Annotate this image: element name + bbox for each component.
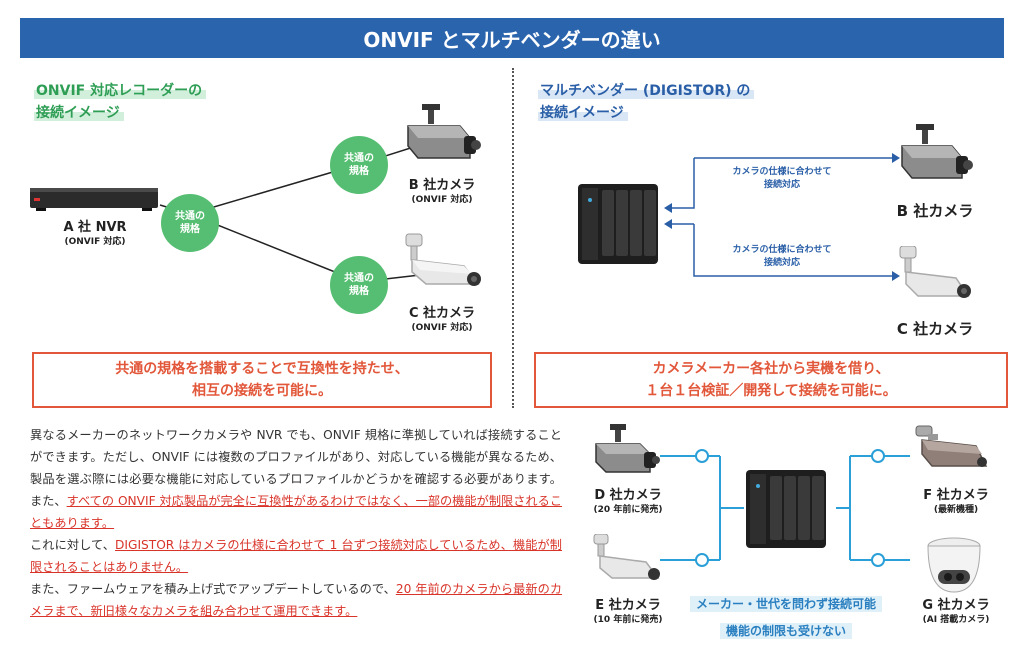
camera-b-icon — [407, 104, 481, 159]
nvr-name: A 社 NVR — [63, 220, 127, 235]
camera-g-label: G 社カメラ (AI 搭載カメラ) — [904, 598, 1008, 628]
nvr-recorder-icon — [30, 188, 158, 211]
right-summary-line2: １台１台検証／開発して接続を可能に。 — [645, 383, 897, 399]
right-camera-b-label: B 社カメラ — [896, 202, 974, 220]
camera-f-name: F 社カメラ — [923, 488, 989, 503]
camera-d-label: D 社カメラ (20 年前に発売) — [578, 488, 678, 518]
camera-c-sub: (ONVIF 対応) — [411, 323, 473, 333]
camera-c-label: C 社カメラ (ONVIF 対応) — [392, 306, 492, 336]
camera-d-name: D 社カメラ — [594, 488, 662, 503]
section-divider — [512, 68, 514, 408]
bottom-nas-icon — [746, 470, 826, 548]
camera-g-name: G 社カメラ — [922, 598, 990, 613]
common-standard-circle-bottom: 共通の 規格 — [330, 256, 388, 314]
common-standard-circle-top: 共通の 規格 — [330, 136, 388, 194]
right-summary-line1: カメラメーカー各社から実機を借り、 — [652, 361, 890, 377]
camera-f-sub: (最新機種) — [933, 505, 979, 515]
arrow-note-top-line1: カメラの仕様に合わせて — [732, 167, 832, 177]
camera-e-label: E 社カメラ (10 年前に発売) — [578, 598, 678, 628]
camera-d-icon — [595, 424, 660, 473]
camera-b-sub: (ONVIF 対応) — [411, 195, 473, 205]
body-p1-normal: 異なるメーカーのネットワークカメラや NVR でも、ONVIF 規格に準拠してい… — [30, 428, 562, 508]
right-title-line1: マルチベンダー (DIGISTOR) の — [538, 83, 755, 99]
left-section-title: ONVIF 対応レコーダーの 接続イメージ — [34, 80, 207, 124]
camera-e-sub: (10 年前に発売) — [593, 615, 663, 625]
right-section-title: マルチベンダー (DIGISTOR) の 接続イメージ — [538, 80, 755, 124]
camera-c-name: C 社カメラ — [408, 306, 476, 321]
right-camera-b-icon — [901, 124, 973, 179]
right-arrows — [664, 153, 900, 281]
camera-c-icon — [405, 233, 481, 286]
camera-g-icon — [927, 537, 981, 593]
camera-b-name: B 社カメラ — [408, 178, 476, 193]
bottom-note-line1: メーカー・世代を問わず接続可能 — [689, 596, 882, 612]
arrow-note-bottom-line2: 接続対応 — [763, 258, 800, 268]
arrow-note-top-line2: 接続対応 — [763, 180, 800, 190]
body-p3-red: 20 年前のカメラから最新のカメラまで、新旧様々なカメラを組み合わせて運用できま… — [30, 582, 563, 618]
camera-b-label: B 社カメラ (ONVIF 対応) — [392, 178, 492, 208]
left-title-line2: 接続イメージ — [34, 105, 124, 121]
arrow-note-bottom: カメラの仕様に合わせて 接続対応 — [712, 244, 852, 270]
left-summary-line2: 相互の接続を可能に。 — [192, 383, 332, 399]
right-summary-box: カメラメーカー各社から実機を借り、 １台１台検証／開発して接続を可能に。 — [534, 352, 1008, 408]
camera-g-sub: (AI 搭載カメラ) — [922, 615, 990, 625]
page-title: ONVIF とマルチベンダーの違い — [363, 27, 661, 52]
left-summary-line1: 共通の規格を搭載することで互換性を持たせ、 — [115, 361, 409, 377]
camera-d-sub: (20 年前に発売) — [593, 505, 663, 515]
bottom-connection-lines — [660, 449, 910, 567]
camera-e-name: E 社カメラ — [595, 598, 661, 613]
body-p2-normal: これに対して、 — [30, 538, 116, 552]
bottom-note-line2: 機能の制限も受けない — [719, 623, 852, 639]
body-paragraph: 異なるメーカーのネットワークカメラや NVR でも、ONVIF 規格に準拠してい… — [30, 424, 562, 622]
body-p1-red: すべての ONVIF 対応製品が完全に互換性があるわけではなく、一部の機能が制限… — [30, 494, 563, 530]
left-summary-box: 共通の規格を搭載することで互換性を持たせ、 相互の接続を可能に。 — [32, 352, 492, 408]
nvr-label: A 社 NVR (ONVIF 対応) — [40, 220, 150, 250]
body-p2-red: DIGISTOR はカメラの仕様に合わせて 1 台ずつ接続対応しているため、機能… — [30, 538, 562, 574]
right-camera-c-label: C 社カメラ — [896, 320, 974, 338]
bottom-note: メーカー・世代を問わず接続可能 機能の制限も受けない — [666, 590, 906, 644]
digistor-nas-icon — [578, 184, 658, 264]
arrow-note-bottom-line1: カメラの仕様に合わせて — [732, 245, 832, 255]
common-standard-circle-center: 共通の 規格 — [161, 194, 219, 252]
page-title-banner: ONVIF とマルチベンダーの違い — [20, 18, 1004, 58]
camera-e-icon — [593, 534, 660, 580]
nvr-sub: (ONVIF 対応) — [64, 237, 126, 247]
right-camera-c-icon — [899, 246, 971, 298]
camera-f-label: F 社カメラ (最新機種) — [906, 488, 1006, 518]
right-title-line2: 接続イメージ — [538, 105, 628, 121]
left-title-line1: ONVIF 対応レコーダーの — [34, 83, 207, 99]
camera-f-icon — [915, 425, 988, 467]
arrow-note-top: カメラの仕様に合わせて 接続対応 — [712, 166, 852, 192]
body-p3-normal: また、ファームウェアを積み上げ式でアップデートしているので、 — [30, 582, 396, 596]
